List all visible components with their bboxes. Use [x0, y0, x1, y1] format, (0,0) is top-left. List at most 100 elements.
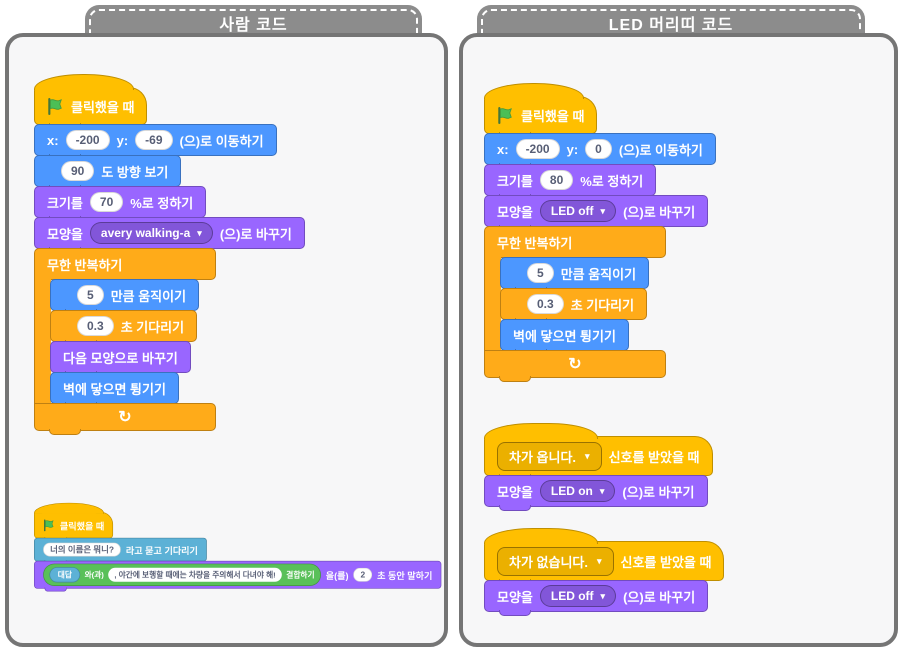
- block-label: y:: [116, 132, 129, 148]
- block-label: 벽에 닿으면 튕기기: [63, 381, 166, 397]
- block-wait-seconds[interactable]: 0.3 초 기다리기: [500, 288, 648, 324]
- block-when-broadcast-received[interactable]: 차가 옵니다. ▾ 신호를 받았을 때: [484, 423, 713, 480]
- forever-footer[interactable]: ↻: [34, 403, 216, 435]
- loop-arrow-icon: ↻: [118, 409, 132, 426]
- block-label: 와(과): [84, 571, 104, 580]
- block-when-broadcast-received[interactable]: 차가 없습니다. ▾ 신호를 받았을 때: [484, 528, 725, 585]
- green-flag-icon: [47, 97, 64, 115]
- broadcast-dropdown-value: 차가 옵니다.: [509, 449, 577, 465]
- steps-input[interactable]: 5: [527, 262, 554, 284]
- costume-dropdown[interactable]: avery walking-a ▾: [89, 222, 213, 244]
- block-label: y:: [566, 141, 579, 157]
- block-switch-costume[interactable]: 모양을 LED on ▾ (으)로 바꾸기: [484, 475, 708, 511]
- block-label: 초 동안 말하기: [377, 570, 433, 581]
- chevron-down-icon: ▾: [585, 450, 590, 461]
- broadcast-dropdown[interactable]: 차가 없습니다. ▾: [497, 546, 614, 576]
- chevron-down-icon: ▾: [600, 590, 606, 601]
- block-set-size[interactable]: 크기를 70 %로 정하기: [34, 186, 207, 222]
- block-when-flag-clicked[interactable]: 클릭했을 때: [484, 83, 598, 138]
- block-label: (으)로 바꾸기: [623, 589, 696, 605]
- block-goto-xy[interactable]: x: -200 y: 0 (으)로 이동하기: [484, 133, 716, 169]
- block-join[interactable]: 대답 와(과) , 야간에 보행할 때에는 차량을 주의해서 다녀야 해! 결합…: [43, 563, 321, 586]
- broadcast-dropdown-value: 차가 없습니다.: [509, 554, 588, 570]
- size-input[interactable]: 70: [89, 191, 124, 213]
- block-label: 클릭했을 때: [59, 520, 105, 532]
- block-label: x:: [47, 132, 59, 148]
- block-label: 다음 모양으로 바꾸기: [63, 350, 178, 366]
- led-script-no-car: 차가 없습니다. ▾ 신호를 받았을 때 모양을 LED off ▾ (으)로 …: [484, 527, 725, 616]
- block-label: 신호를 받았을 때: [608, 449, 700, 465]
- green-flag-icon: [43, 519, 55, 532]
- chevron-down-icon: ▾: [600, 205, 606, 216]
- x-input[interactable]: -200: [515, 138, 560, 160]
- seconds-input[interactable]: 2: [353, 567, 373, 582]
- led-script-main: 클릭했을 때 x: -200 y: 0 (으)로 이동하기 크기를 80 %로 …: [484, 82, 716, 382]
- x-input[interactable]: -200: [65, 129, 110, 151]
- costume-dropdown-value: LED off: [550, 204, 594, 218]
- block-label: 크기를: [47, 195, 83, 211]
- y-input[interactable]: -69: [135, 129, 173, 151]
- loop-arrow-icon: ↻: [568, 356, 582, 373]
- forever-body: 5 만큼 움직이기 0.3 초 기다리기 벽에 닿으면 튕기기: [484, 256, 666, 355]
- wait-input[interactable]: 0.3: [77, 315, 114, 337]
- person-script-ask: 클릭했을 때 너의 이름은 뭐니? 라고 묻고 기다리기 대답 와(과) , 야…: [34, 502, 442, 592]
- wait-input[interactable]: 0.3: [527, 293, 564, 315]
- block-label: 모양을: [497, 204, 533, 220]
- join-text-input[interactable]: , 야간에 보행할 때에는 차량을 주의해서 다녀야 해!: [108, 567, 283, 582]
- block-label: (으)로 바꾸기: [219, 226, 292, 242]
- costume-dropdown-value: avery walking-a: [100, 226, 191, 240]
- block-label: (으)로 이동하기: [618, 142, 703, 158]
- y-input[interactable]: 0: [585, 138, 612, 160]
- block-label: %로 정하기: [580, 173, 644, 189]
- panel-led-headband-code: 클릭했을 때 x: -200 y: 0 (으)로 이동하기 크기를 80 %로 …: [459, 33, 898, 647]
- block-label: 초 기다리기: [570, 297, 635, 313]
- ask-input[interactable]: 너의 이름은 뭐니?: [43, 542, 121, 557]
- costume-dropdown-value: LED on: [550, 484, 593, 498]
- block-switch-costume[interactable]: 모양을 LED off ▾ (으)로 바꾸기: [484, 580, 709, 616]
- forever-header[interactable]: 무한 반복하기: [484, 226, 666, 258]
- block-ask-and-wait[interactable]: 너의 이름은 뭐니? 라고 묻고 기다리기: [34, 537, 208, 565]
- block-goto-xy[interactable]: x: -200 y: -69 (으)로 이동하기: [34, 124, 277, 160]
- costume-dropdown[interactable]: LED off ▾: [539, 585, 617, 607]
- block-when-flag-clicked[interactable]: 클릭했을 때: [34, 74, 148, 129]
- block-set-size[interactable]: 크기를 80 %로 정하기: [484, 164, 657, 200]
- block-label: 무한 반복하기: [47, 257, 123, 273]
- person-script-main: 클릭했을 때 x: -200 y: -69 (으)로 이동하기 90 도 방향 …: [34, 73, 305, 435]
- panel-person-code: 클릭했을 때 x: -200 y: -69 (으)로 이동하기 90 도 방향 …: [5, 33, 448, 647]
- block-move-steps[interactable]: 5 만큼 움직이기: [50, 279, 200, 315]
- block-say-for-seconds[interactable]: 대답 와(과) , 야간에 보행할 때에는 차량을 주의해서 다녀야 해! 결합…: [34, 560, 442, 592]
- answer-reporter[interactable]: 대답: [49, 567, 81, 583]
- block-label: 모양을: [47, 226, 83, 242]
- block-forever[interactable]: 무한 반복하기 5 만큼 움직이기 0.3 초 기다리기 벽에 닿으면 튕기기: [484, 226, 666, 382]
- costume-dropdown[interactable]: LED off ▾: [539, 200, 617, 222]
- block-label: x:: [497, 141, 509, 157]
- block-next-costume[interactable]: 다음 모양으로 바꾸기: [50, 341, 191, 377]
- broadcast-dropdown[interactable]: 차가 옵니다. ▾: [497, 441, 602, 471]
- block-label: (으)로 이동하기: [179, 133, 264, 149]
- block-label: 모양을: [497, 484, 533, 500]
- block-switch-costume[interactable]: 모양을 LED off ▾ (으)로 바꾸기: [484, 195, 709, 231]
- forever-footer[interactable]: ↻: [484, 350, 666, 382]
- direction-input[interactable]: 90: [61, 160, 95, 182]
- forever-body: 5 만큼 움직이기 0.3 초 기다리기 다음 모양으로 바꾸기 벽에 닿으면 …: [34, 278, 216, 408]
- block-when-flag-clicked[interactable]: 클릭했을 때: [34, 502, 114, 542]
- block-wait-seconds[interactable]: 0.3 초 기다리기: [50, 310, 198, 346]
- block-if-on-edge-bounce[interactable]: 벽에 닿으면 튕기기: [50, 372, 179, 408]
- forever-header[interactable]: 무한 반복하기: [34, 248, 216, 280]
- steps-input[interactable]: 5: [77, 284, 104, 306]
- block-label: 벽에 닿으면 튕기기: [513, 328, 616, 344]
- block-label: 무한 반복하기: [497, 235, 573, 251]
- chevron-down-icon: ▾: [197, 227, 202, 238]
- size-input[interactable]: 80: [539, 169, 574, 191]
- block-if-on-edge-bounce[interactable]: 벽에 닿으면 튕기기: [500, 319, 629, 355]
- costume-dropdown-value: LED off: [550, 589, 594, 603]
- costume-dropdown[interactable]: LED on ▾: [539, 480, 616, 502]
- block-move-steps[interactable]: 5 만큼 움직이기: [500, 257, 650, 293]
- block-point-direction[interactable]: 90 도 방향 보기: [34, 155, 182, 191]
- chevron-down-icon: ▾: [596, 555, 602, 566]
- block-forever[interactable]: 무한 반복하기 5 만큼 움직이기 0.3 초 기다리기 다음 모양으로 바꾸기: [34, 248, 216, 435]
- block-label: %로 정하기: [130, 195, 194, 211]
- block-label: 라고 묻고 기다리기: [125, 545, 198, 556]
- block-switch-costume[interactable]: 모양을 avery walking-a ▾ (으)로 바꾸기: [34, 217, 305, 253]
- led-script-car-coming: 차가 옵니다. ▾ 신호를 받았을 때 모양을 LED on ▾ (으)로 바꾸…: [484, 422, 713, 511]
